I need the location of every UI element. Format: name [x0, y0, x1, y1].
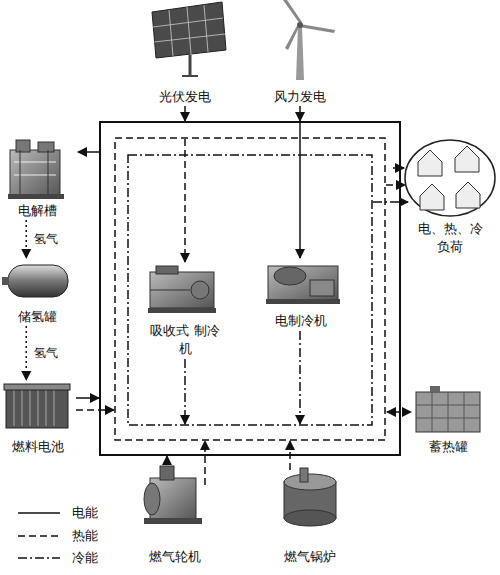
component: 蓄热罐	[408, 384, 488, 456]
heat-feed-arrow	[76, 409, 114, 411]
component: 吸收式 制冷机	[140, 262, 230, 358]
cold-bus	[128, 155, 372, 425]
heat-bus	[115, 138, 385, 440]
hydrogen-flow-arrow	[26, 326, 28, 380]
load-houses-icon	[405, 140, 495, 216]
cold-feed-arrow	[184, 359, 186, 424]
hydrogen-tank-icon	[2, 265, 68, 297]
legend-sample-solid	[18, 512, 60, 514]
heat-storage-icon	[416, 386, 480, 432]
electrolyzer-icon	[8, 140, 64, 199]
component-label: 风力发电	[260, 88, 340, 106]
power-feed-arrow	[184, 106, 186, 121]
absorption-chiller-icon	[148, 266, 216, 313]
legend-text: 电能	[72, 505, 98, 521]
electric-chiller-icon	[266, 266, 340, 304]
legend-sample-dashed	[18, 535, 60, 537]
gas-boiler-icon	[284, 468, 336, 526]
heat-feed-arrow	[204, 441, 206, 485]
legend-text: 冷能	[72, 550, 98, 566]
component-label: 吸收式 制冷机	[150, 322, 220, 358]
cold-feed-arrow	[299, 331, 301, 424]
heat-storage-arrow	[387, 411, 411, 413]
gas-turbine-icon	[144, 466, 202, 524]
power-feed-arrow	[299, 106, 301, 121]
flow-label: 氢气	[34, 232, 58, 246]
component: 燃气锅炉	[268, 462, 352, 566]
power-feed-arrow	[299, 123, 301, 258]
component-label: 电解槽	[0, 202, 75, 220]
component: 燃料电池	[0, 380, 75, 456]
hydrogen-flow-arrow	[26, 220, 28, 258]
component-label: 燃气锅炉	[268, 548, 352, 566]
component: 电解槽	[0, 135, 75, 220]
component-label: 燃气轮机	[130, 548, 220, 566]
component-label: 蓄热罐	[408, 438, 488, 456]
component: 风力发电	[260, 0, 340, 106]
legend-text: 热能	[72, 528, 98, 544]
flow-label: 氢气	[34, 346, 58, 360]
heat-load-arrow	[386, 184, 405, 186]
component: 光伏发电	[140, 0, 230, 106]
heat-feed-arrow	[289, 441, 291, 470]
fuel-cell-icon	[4, 384, 70, 428]
power-feed-arrow	[76, 397, 99, 399]
electric-bus	[100, 122, 400, 455]
component: 电、热、冷 负荷	[402, 138, 498, 256]
component-label: 燃料电池	[0, 438, 75, 456]
solar-panel-icon	[152, 2, 226, 76]
power-load-line	[393, 167, 404, 169]
component: 燃气轮机	[130, 462, 220, 566]
wind-turbine-icon	[283, 0, 335, 80]
legend-sample-dashdot	[18, 557, 60, 559]
power-feed-arrow	[166, 456, 168, 465]
component-label: 储氢罐	[0, 308, 75, 326]
power-feed-arrow	[78, 151, 99, 153]
heat-feed-arrow	[184, 139, 186, 262]
component-label: 光伏发电	[140, 88, 230, 106]
component-label: 电制冷机	[258, 312, 344, 330]
component: 储氢罐	[0, 258, 75, 326]
cold-load-arrow	[373, 201, 408, 203]
component: 电制冷机	[258, 258, 344, 330]
component-label: 电、热、冷 负荷	[415, 220, 485, 256]
